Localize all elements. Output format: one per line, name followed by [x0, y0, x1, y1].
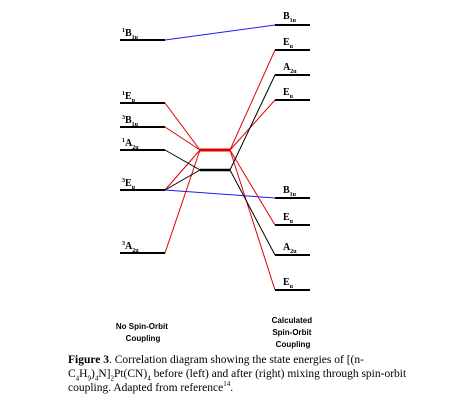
connector-line-red [164, 149, 201, 191]
connector-line-red [229, 49, 276, 151]
right-labels: B1u Eu A2u Eu B1u Eu A2u Eu [283, 11, 297, 290]
right-levels [275, 24, 310, 291]
label-R_Eu_4: Eu [283, 277, 294, 290]
left-column-label: No Spin-Orbit Coupling [116, 322, 170, 343]
label-R_Eu_3: Eu [283, 212, 294, 225]
label-L_3Eu: 3Eu [122, 178, 136, 191]
caption-figure-label: Figure 3 [68, 354, 109, 366]
figure-caption: Figure 3. Correlation diagram showing th… [68, 354, 407, 394]
right-column-label: Calculated Spin-Orbit Coupling [272, 316, 315, 349]
label-L_1A2u: 1A2u [122, 138, 139, 151]
left-labels: 1B1u 1Eu 3B1u 1A2u 3Eu 3A2u [122, 28, 139, 254]
connector-line-blue [164, 24, 276, 41]
label-L_3A2u: 3A2u [122, 241, 139, 254]
label-R_B1u_top: B1u [283, 11, 297, 24]
connector-line-black [229, 169, 276, 256]
label-L_3B1u: 3B1u [122, 115, 139, 128]
connector-line-black [164, 169, 201, 191]
left-levels [120, 39, 165, 254]
label-R_A2u_2: A2u [283, 242, 297, 255]
connector-line-red [164, 102, 201, 151]
connector-line-red [229, 149, 276, 291]
label-L_1Eu: 1Eu [122, 91, 136, 104]
label-L_B1u: 1B1u [122, 28, 139, 41]
label-R_Eu_1: Eu [283, 37, 294, 50]
connector-line-red [164, 149, 201, 254]
connector-line-red [164, 126, 201, 151]
label-R_B1u_mid: B1u [283, 185, 297, 198]
label-R_Eu_2: Eu [283, 87, 294, 100]
label-R_A2u_1: A2u [283, 62, 297, 75]
connector-line-black [229, 74, 276, 171]
connector-line-red [229, 99, 276, 151]
center-levels [200, 148, 230, 172]
connector-line-red [229, 149, 276, 226]
connector-line-blue [164, 189, 276, 199]
connector-line-black [164, 149, 201, 171]
connector-lines [164, 24, 276, 291]
